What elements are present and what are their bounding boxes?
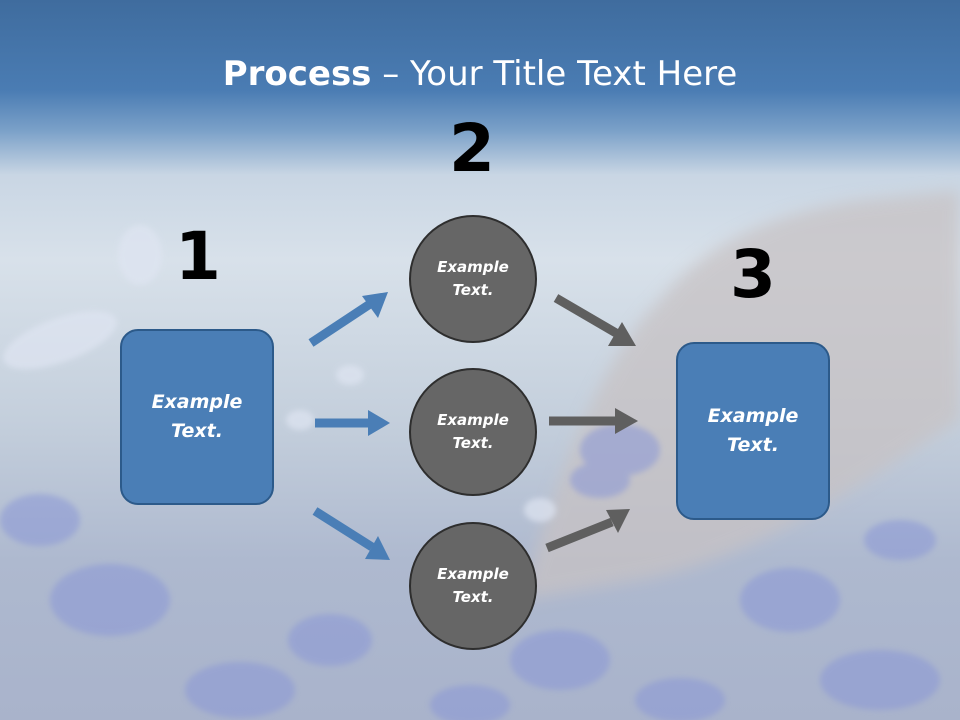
arrowhead-blue-down xyxy=(365,536,390,560)
arrow-gray-up xyxy=(545,517,614,553)
arrowhead-gray-straight xyxy=(615,408,638,434)
process-box-left: Example Text. xyxy=(120,329,274,505)
slide-title: Process – Your Title Text Here xyxy=(0,52,960,96)
process-circle-middle: Example Text. xyxy=(409,368,537,496)
arrowhead-gray-down xyxy=(608,322,636,346)
arrow-blue-down xyxy=(312,507,375,551)
arrowhead-gray-up xyxy=(606,509,630,533)
process-circle-top: Example Text. xyxy=(409,215,537,343)
title-rest: – Your Title Text Here xyxy=(371,54,738,94)
step-number-3: 3 xyxy=(730,236,776,313)
arrow-gray-down xyxy=(553,294,619,337)
arrow-blue-up xyxy=(308,300,373,347)
title-bold: Process xyxy=(222,54,372,94)
arrowhead-blue-straight xyxy=(368,410,390,436)
step-number-1: 1 xyxy=(175,218,221,295)
step-number-2: 2 xyxy=(449,110,495,187)
process-circle-bottom: Example Text. xyxy=(409,522,537,650)
process-box-right: Example Text. xyxy=(676,342,830,520)
arrowhead-blue-up xyxy=(362,292,388,318)
